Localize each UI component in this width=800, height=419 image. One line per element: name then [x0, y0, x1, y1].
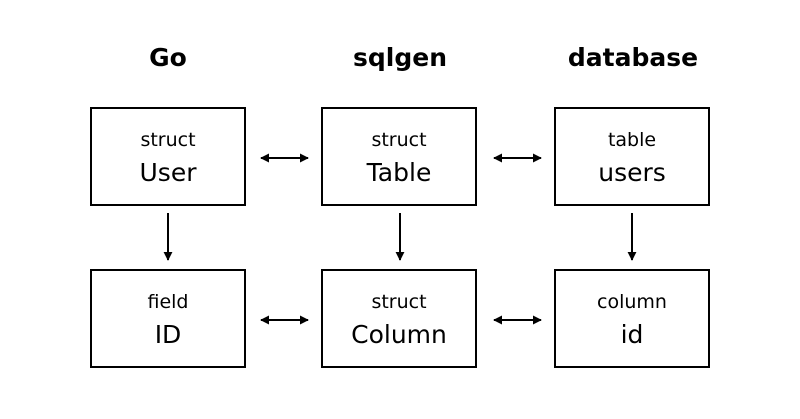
box-name-label: ID [154, 320, 182, 349]
box-kind-label: column [597, 291, 667, 313]
header-sqlgen: sqlgen [353, 43, 447, 72]
box-kind-label: struct [371, 129, 427, 151]
box-name-label: Column [351, 320, 447, 349]
box-name-label: Table [366, 158, 432, 187]
header-database: database [567, 43, 699, 72]
box-kind-label: table [607, 129, 657, 151]
box-sqlgen-column: struct Column [321, 269, 477, 368]
box-kind-label: field [147, 291, 189, 313]
box-kind-label: struct [371, 291, 427, 313]
header-go: Go [149, 43, 187, 72]
box-db-id: column id [554, 269, 710, 368]
box-kind-label: struct [140, 129, 196, 151]
box-go-id: field ID [90, 269, 246, 368]
box-go-user: struct User [90, 107, 246, 206]
box-db-users: table users [554, 107, 710, 206]
box-name-label: users [598, 158, 666, 187]
box-sqlgen-table: struct Table [321, 107, 477, 206]
box-name-label: User [139, 158, 197, 187]
box-name-label: id [620, 320, 644, 349]
